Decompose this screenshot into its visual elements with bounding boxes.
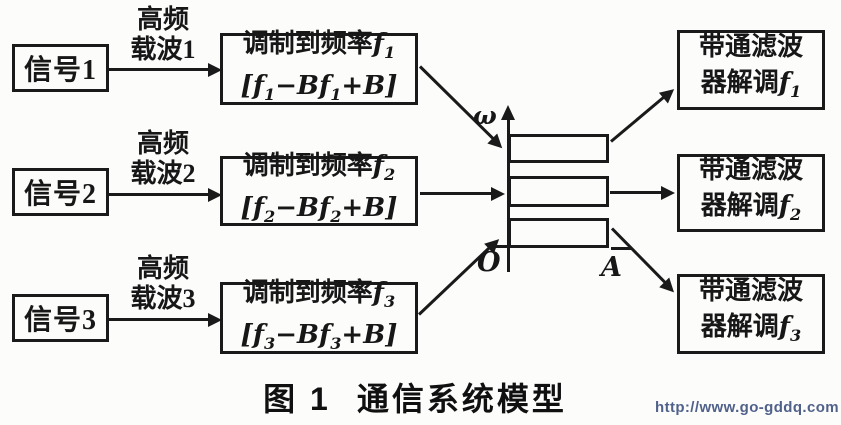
signal-3-label: 信号3 xyxy=(23,305,97,336)
modulator-3-range: [f3−Bf3+B] xyxy=(240,319,398,353)
carrier-2-line1: 高频 xyxy=(136,129,189,158)
figure-caption: 图 1 通信系统模型 xyxy=(200,374,630,420)
signal-1-box: 信号1 xyxy=(12,44,109,92)
carrier-2-label: 高频 载波2 xyxy=(110,129,216,189)
arrow-signal2-to-mod2 xyxy=(109,187,222,202)
spectrum-band-3 xyxy=(508,218,609,248)
modulator-3-box: 调制到频率f3 [f3−Bf3+B] xyxy=(220,278,418,354)
carrier-1-line2: 载波1 xyxy=(130,35,196,64)
filter-1-box: 带通滤波 器解调f1 xyxy=(677,30,825,110)
amplitude-overline xyxy=(611,247,631,250)
filter-2-line2: 器解调f2 xyxy=(700,191,802,225)
spectrum-band-2 xyxy=(508,176,609,207)
modulator-3-title: 调制到频率f3 xyxy=(242,278,396,312)
arrow-spectrum-to-filter1 xyxy=(610,95,665,143)
modulator-1-range: [f1−Bf1+B] xyxy=(240,70,398,104)
filter-3-line2: 器解调f3 xyxy=(700,312,802,346)
omega-axis-label: ω xyxy=(473,101,497,130)
arrow-signal3-to-mod3 xyxy=(109,312,222,327)
amplitude-label: A xyxy=(601,252,622,283)
origin-label: O xyxy=(477,247,501,278)
filter-3-line1: 带通滤波 xyxy=(698,276,803,306)
filter-2-line1: 带通滤波 xyxy=(698,155,803,185)
carrier-3-line2: 载波3 xyxy=(130,284,196,313)
figure-title: 通信系统模型 xyxy=(356,381,567,417)
modulator-2-range: [f2−Bf2+B] xyxy=(240,192,398,226)
carrier-2-line2: 载波2 xyxy=(130,159,196,188)
carrier-3-label: 高频 载波3 xyxy=(110,254,216,314)
arrow-mod2-to-spectrum xyxy=(420,186,505,201)
modulator-1-title: 调制到频率f1 xyxy=(242,29,396,63)
figure-number: 图 1 xyxy=(263,381,331,417)
spectrum-band-1 xyxy=(508,134,609,163)
signal-3-box: 信号3 xyxy=(12,294,109,342)
signal-1-label: 信号1 xyxy=(23,55,97,86)
signal-2-label: 信号2 xyxy=(23,179,97,210)
arrow-signal1-to-mod1 xyxy=(109,62,222,77)
carrier-3-line1: 高频 xyxy=(136,254,189,283)
carrier-1-label: 高频 载波1 xyxy=(110,5,216,65)
modulator-2-title: 调制到频率f2 xyxy=(242,151,396,185)
filter-2-box: 带通滤波 器解调f2 xyxy=(677,154,825,232)
filter-1-line1: 带通滤波 xyxy=(698,32,803,62)
modulator-1-box: 调制到频率f1 [f1−Bf1+B] xyxy=(220,29,418,105)
carrier-1-line1: 高频 xyxy=(136,5,189,34)
modulator-2-box: 调制到频率f2 [f2−Bf2+B] xyxy=(220,151,418,226)
filter-1-line2: 器解调f1 xyxy=(700,68,802,102)
arrow-spectrum-to-filter2 xyxy=(610,185,675,200)
filter-3-box: 带通滤波 器解调f3 xyxy=(677,274,825,354)
spectrum-baseline xyxy=(492,245,509,248)
frequency-axis-arrow-icon xyxy=(501,105,515,120)
signal-2-box: 信号2 xyxy=(12,168,109,216)
watermark-url: http://www.go-gddq.com xyxy=(655,399,840,416)
